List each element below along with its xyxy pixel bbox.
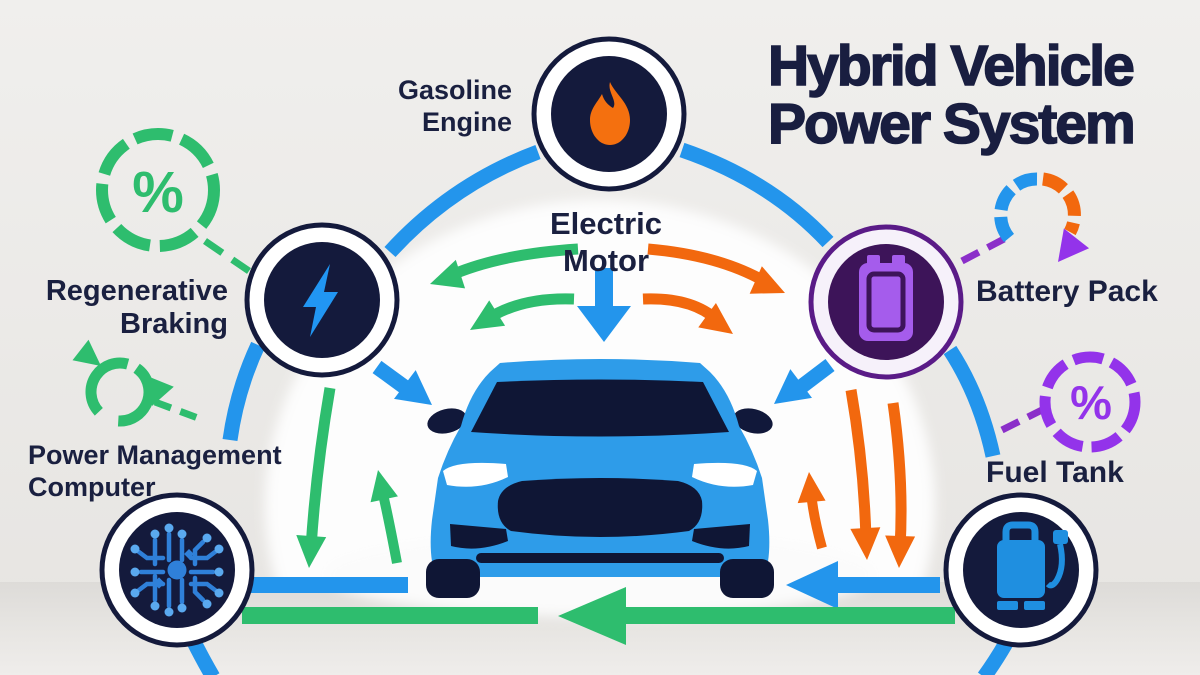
purple-ring (1039, 351, 1141, 453)
dashed-connectors (153, 235, 1048, 434)
fuel-pump-icon (997, 521, 1068, 610)
blue-bar-left (240, 577, 408, 593)
car-vent-right (692, 524, 750, 549)
power-management-computer-node (99, 492, 255, 648)
arc-engine-to-battery (679, 142, 834, 248)
circuit-icon (130, 523, 224, 617)
car-bumper-strip (476, 553, 724, 563)
electric-motor-label-2: Motor (563, 243, 649, 278)
title-line-2: Power System (768, 92, 1134, 156)
blue-flow-arrows (372, 268, 835, 405)
green-recycle-ring (72, 339, 174, 427)
fuel-tank-label: Fuel Tank (986, 456, 1124, 489)
car-headlight-left (443, 462, 508, 487)
car-illustration (426, 359, 774, 598)
battery-pack-node (808, 224, 964, 380)
recycle-arrowhead-top (72, 339, 101, 366)
green-ring (96, 128, 220, 252)
title-line-1: Hybrid Vehicle (768, 34, 1133, 98)
charge-cycle-ring (994, 172, 1090, 262)
purple-percent-ring: % (1039, 351, 1141, 453)
arc-battery-to-fuel (943, 345, 1001, 458)
node-labels: Gasoline Engine Electric Motor Regenerat… (28, 75, 1158, 502)
arc-braking-to-engine (384, 144, 541, 258)
flame-icon (590, 82, 630, 145)
blue-left-arrowhead (786, 561, 838, 609)
gasoline-engine-node (531, 36, 687, 192)
orange-flow-arrows (642, 243, 916, 568)
regenerative-braking-label-1: Regenerative (46, 275, 228, 307)
regenerative-braking-label-2: Braking (120, 308, 228, 340)
car-grille (497, 478, 703, 537)
battery-pack-label: Battery Pack (976, 275, 1158, 308)
gasoline-engine-label-2: Engine (422, 107, 512, 137)
fuel-tank-node (943, 492, 1099, 648)
bottom-flow-bars (240, 561, 955, 645)
center-down-arrow-head (577, 306, 631, 342)
purple-percent-text: % (1070, 376, 1112, 429)
car-windshield (471, 379, 729, 437)
blue-bar-right (832, 577, 940, 593)
regenerative-braking-node (244, 222, 400, 378)
arc-bottom-right (977, 639, 1013, 675)
car-vent-left (450, 524, 508, 549)
arc-braking-to-computer (222, 341, 265, 442)
car-wheel-left (426, 559, 480, 598)
battery-icon (859, 255, 913, 341)
car-mirror-right (733, 408, 773, 434)
cycle-purple-arrowhead (1058, 228, 1090, 262)
recycle-arrowhead-right (149, 377, 174, 406)
green-bar-right (602, 607, 955, 624)
green-percent-text: % (132, 160, 184, 225)
power-management-label-2: Computer (28, 472, 156, 502)
lightning-icon (303, 264, 338, 337)
electric-motor-label-1: Electric (550, 206, 662, 241)
page-title: Hybrid Vehicle Power System (767, 33, 1136, 157)
green-flow-arrows (296, 243, 579, 568)
power-management-label-1: Power Management (28, 440, 282, 470)
recycle-arc (85, 357, 155, 427)
car-mirror-left (427, 408, 467, 434)
green-percent-ring: % (96, 128, 220, 252)
gasoline-engine-label-1: Gasoline (398, 75, 512, 105)
green-bar-left (242, 607, 538, 624)
car-wheel-right (720, 559, 774, 598)
center-down-arrow-shaft (595, 268, 613, 310)
car-headlight-right (692, 462, 757, 487)
green-left-arrowhead (558, 587, 626, 645)
